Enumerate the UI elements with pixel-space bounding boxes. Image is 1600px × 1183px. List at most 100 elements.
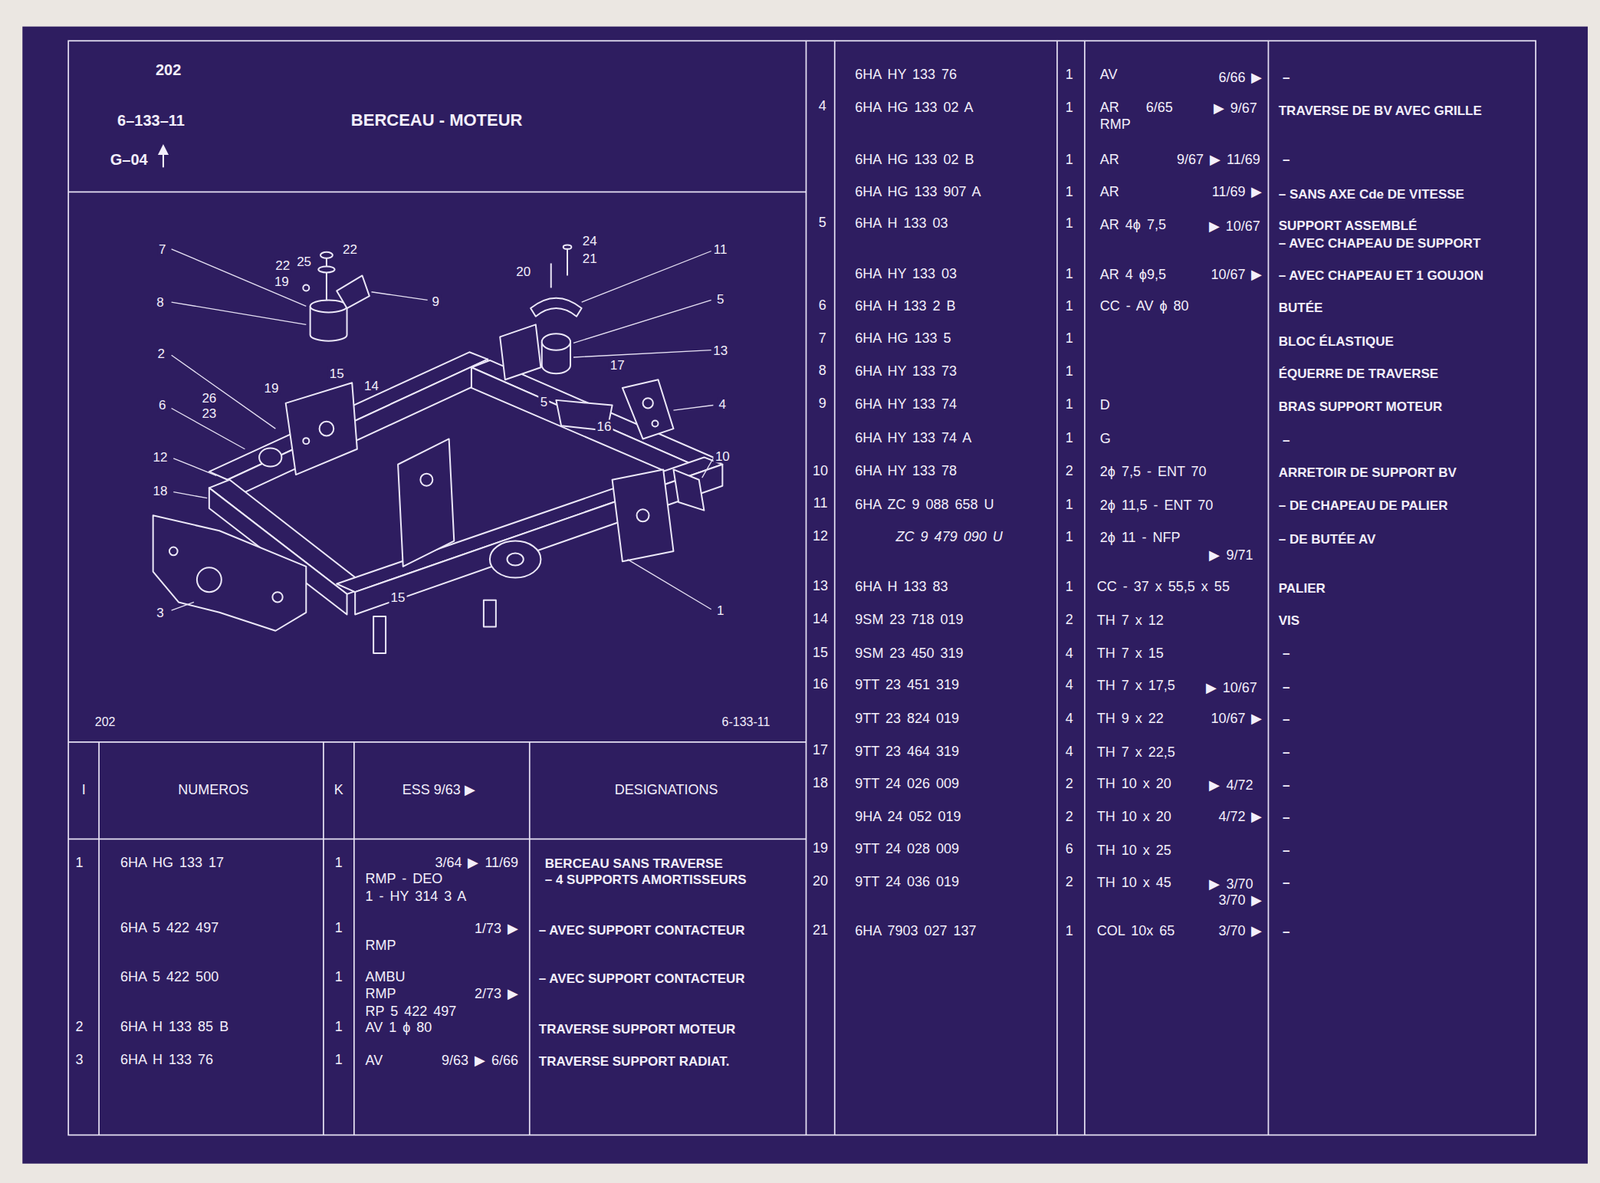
table-cell: 6HA HG 133 907 A [854, 184, 981, 199]
table-cell: TH 10 x 20 [1097, 809, 1172, 824]
table-cell: 8 [818, 363, 827, 378]
table-cell: AV [364, 1053, 383, 1068]
table-cell: 4 [1065, 711, 1074, 726]
table-cell: 2 [1065, 612, 1074, 627]
table-cell: 1 [1065, 216, 1074, 230]
column-header: ESS 9/63 ▶ [402, 782, 476, 797]
table-cell: 2ϕ 11,5 - ENT 70 [1100, 498, 1213, 513]
table-cell: 6HA H 133 85 B [120, 1019, 229, 1034]
table-cell: 4 [1065, 646, 1074, 661]
leader-lines [171, 249, 714, 611]
table-cell: 1 [1065, 331, 1074, 345]
table-cell: 3 [75, 1052, 83, 1067]
table-cell: 20 [812, 873, 828, 888]
table-cell: 7 [818, 331, 827, 345]
table-cell: 6HA HY 133 76 [854, 67, 957, 82]
table-cell: 1 [1065, 67, 1074, 82]
table-cell: D [1100, 397, 1111, 412]
callout-number: 9 [430, 294, 441, 308]
designation-text: – SANS AXE Cde DE VITESSE [1278, 187, 1465, 201]
table-cell: 1 [1065, 100, 1074, 115]
table-cell: 9 [818, 396, 827, 411]
callout-number: 1 [715, 603, 726, 617]
table-cell: AR 4 ϕ9,5 [1100, 267, 1167, 282]
designation-text: – [1282, 876, 1290, 890]
callout-number: 11 [712, 242, 730, 256]
callout-number: 17 [608, 358, 627, 372]
table-cell: 14 [812, 611, 828, 626]
table-cell: 6HA H 133 2 B [854, 298, 956, 313]
up-arrow [159, 145, 168, 168]
column-header: DESIGNATIONS [614, 782, 719, 797]
table-cell: 2 [1065, 874, 1074, 889]
callout-number: 2 [156, 346, 167, 360]
designation-text: – [1282, 811, 1290, 825]
table-cell: 21 [812, 923, 828, 937]
table-cell: 6HA HG 133 5 [854, 331, 951, 345]
header-text: G–04 [110, 151, 148, 168]
film-ground [22, 26, 1588, 1164]
table-cell: 6HA HG 133 02 B [854, 152, 974, 167]
table-cell: 9HA 24 052 019 [854, 809, 961, 824]
table-cell: 13 [812, 578, 828, 593]
designation-text: – [1282, 712, 1290, 727]
table-cell: 10/67 ▶ [1210, 711, 1262, 726]
table-cell: 16 [812, 676, 828, 691]
table-cell: AV 1 ϕ 80 [364, 1020, 432, 1035]
table-cell: TH 10 x 20 [1097, 776, 1172, 791]
table-cell: AR [1100, 100, 1120, 115]
table-cell: 6HA HY 133 78 [854, 463, 957, 478]
designation-text: – [1282, 152, 1290, 166]
table-cell: ▶ 3/70 [1209, 877, 1253, 891]
designation-text: – AVEC CHAPEAU ET 1 GOUJON [1278, 269, 1484, 283]
table-cell: 6HA ZC 9 088 658 U [854, 497, 994, 512]
table-cell: 1 [335, 855, 343, 870]
table-cell: AR [1100, 184, 1120, 199]
table-cell: AV [1100, 67, 1118, 82]
table-cell: 6HA HG 133 02 A [854, 100, 973, 115]
table-cell: 1 [335, 920, 343, 935]
table-cell: 9TT 24 036 019 [854, 874, 960, 889]
table-cell: 1 [1065, 529, 1074, 544]
designation-text: – DE CHAPEAU DE PALIER [1278, 498, 1449, 512]
callout-number: 15 [389, 590, 408, 604]
callout-number: 23 [200, 407, 218, 421]
table-cell: 6HA HY 133 73 [854, 364, 957, 378]
sheet-reference: 6-133-11 [722, 716, 771, 729]
table-cell: ▶ 10/67 [1205, 680, 1258, 695]
callout-number: 5 [715, 292, 726, 306]
table-cell: 9TT 24 028 009 [854, 841, 960, 856]
table-cell: CC - 37 x 55,5 x 55 [1097, 579, 1230, 594]
table-cell: RMP - DEO [364, 871, 443, 886]
designation-text: – [1282, 778, 1290, 792]
table-cell: 6HA HY 133 03 [854, 266, 957, 281]
designation-text: ÉQUERRE DE TRAVERSE [1278, 367, 1439, 381]
table-cell: 1 [335, 1019, 343, 1034]
designation-text: SUPPORT ASSEMBLÉ [1278, 219, 1418, 233]
callout-number: 22 [273, 259, 292, 273]
table-cell: TH 7 x 22,5 [1097, 745, 1176, 759]
table-cell: 1 [1065, 364, 1074, 378]
table-cell: 6HA HY 133 74 A [854, 430, 972, 445]
table-cell: 2 [75, 1019, 83, 1034]
table-cell: RMP [364, 986, 396, 1001]
callout-number: 7 [157, 242, 168, 256]
table-cell: 1 [335, 969, 343, 984]
table-cell: 2 [1065, 463, 1074, 478]
table-cell: COL 10x 65 [1097, 923, 1175, 938]
table-cell: 1 [1065, 430, 1074, 445]
table-cell: 6HA H 133 76 [120, 1052, 214, 1067]
designation-text: TRAVERSE SUPPORT MOTEUR [538, 1021, 736, 1035]
designation-text: VIS [1278, 614, 1300, 628]
sheet-title: BERCEAU - MOTEUR [351, 111, 523, 129]
table-cell: AMBU [364, 969, 405, 984]
table-cell: 1 [1065, 397, 1074, 411]
callout-number: 12 [151, 450, 169, 464]
column-header: K [334, 782, 344, 797]
table-cell: 2 [1065, 809, 1074, 824]
table-cell: 11 [813, 496, 828, 510]
table-cell: 1/73 ▶ [474, 921, 519, 936]
table-cell: G [1100, 431, 1111, 446]
table-cell: 2 [1065, 776, 1074, 791]
